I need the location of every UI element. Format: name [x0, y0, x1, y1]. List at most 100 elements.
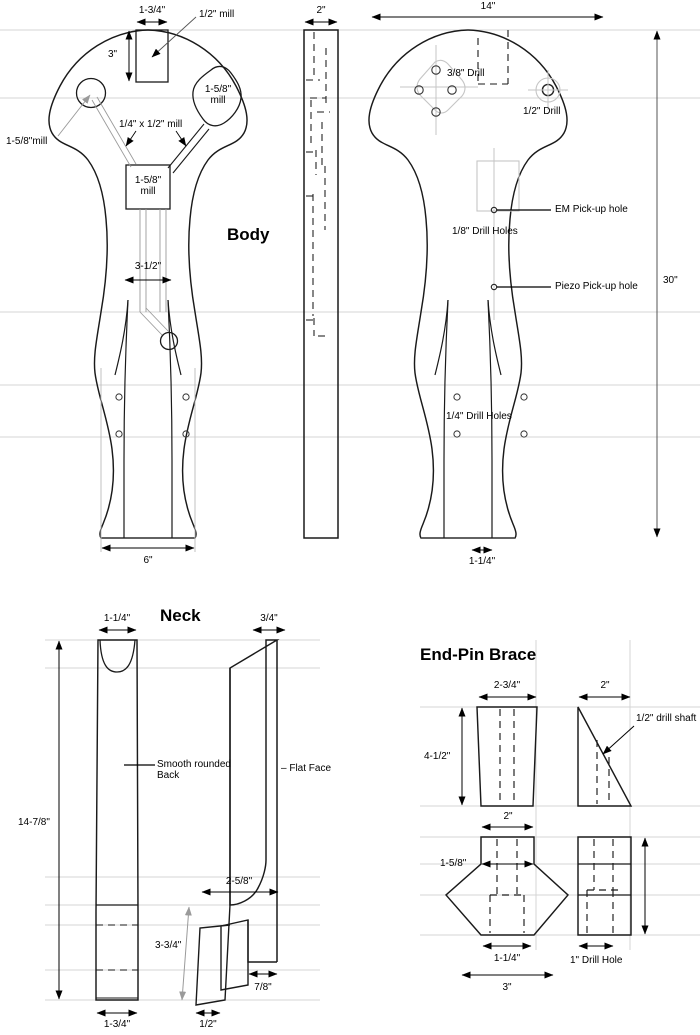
- guide-lines: [0, 29, 700, 438]
- neck-side-outline: [229, 639, 280, 906]
- callout-quarter-drill-holes: 1/4" Drill Holes: [446, 411, 512, 422]
- body-inner-curve-right: [167, 299, 182, 376]
- epb-side-triangle: [577, 706, 633, 807]
- leader-left-mill: [57, 94, 91, 137]
- body-back-inner-curve-left: [434, 299, 449, 376]
- leader-drill-shaft: [602, 725, 635, 755]
- epb-side-hidden-bore: [596, 740, 610, 804]
- body-outline-front-mirror: [147, 29, 248, 539]
- neck-heel-hidden-lines: [96, 924, 138, 971]
- callout-piezo-pickup: Piezo Pick-up hole: [555, 281, 638, 292]
- callout-rounded-back: Smooth rounded Back: [157, 759, 231, 781]
- dim-label-overall-width: 14": [480, 1, 496, 12]
- epb-plan-side: [577, 836, 632, 936]
- neck-heel-profile: [195, 904, 231, 1006]
- callout-left-mill: 1-5/8"mill: [6, 136, 48, 147]
- neck-front-outline: [95, 639, 139, 1001]
- three-eighths-drill-holes: [414, 65, 457, 117]
- dim-label-neck-tenon-width: 1/2": [199, 1019, 217, 1030]
- epb-plan-hexagon: [444, 836, 570, 936]
- dim-label-epb-plan-neck-width: 1-1/4": [493, 953, 521, 964]
- body-outline-front: [48, 29, 149, 539]
- body-inner-taper-left: [123, 299, 129, 538]
- dim-label-neck-length: 14-7/8": [18, 817, 50, 828]
- leader-channel-left: [125, 130, 137, 147]
- dim-label-epb-plan-mid-width: 1-5/8": [440, 858, 467, 869]
- dim-label-epb-side-width: 2": [600, 680, 610, 691]
- body-channel-right: [167, 123, 210, 174]
- neck-heel-foot: [247, 920, 277, 963]
- dim-label-side-thickness: 2": [316, 5, 326, 16]
- body-center-mill-pocket: [125, 164, 171, 210]
- dim-label-neck-heel-foot: 7/8": [254, 982, 272, 993]
- em-pickup-cavity: [476, 160, 520, 212]
- callout-em-pickup: EM Pick-up hole: [555, 204, 628, 215]
- body-outline-back: [368, 29, 469, 539]
- body-side-outline: [303, 29, 339, 539]
- callout-center-mill: 1-5/8" mill: [134, 175, 162, 197]
- dim-label-waist-width: 3-1/2": [134, 261, 162, 272]
- neck-guide-lines: [45, 639, 320, 1001]
- callout-one-inch-drill-hole: 1" Drill Hole: [570, 955, 623, 966]
- body-channel-vertical: [139, 209, 167, 312]
- body-outline-back-mirror: [467, 29, 568, 539]
- neck-nut-curve: [99, 639, 136, 673]
- dim-label-epb-plan-top-width: 2": [503, 811, 513, 822]
- dim-neck-tenon-length: [179, 906, 192, 1001]
- callout-half-drill: 1/2" Drill: [523, 106, 561, 117]
- body-title: Body: [227, 225, 270, 244]
- callout-half-inch-mill: 1/2" mill: [199, 9, 235, 20]
- body-channel-left: [91, 96, 137, 168]
- dim-label-neck-heel-width: 1-3/4": [103, 1019, 131, 1030]
- dim-label-top-pocket-width: 1-3/4": [138, 5, 166, 16]
- dim-label-epb-top-width: 2-3/4": [493, 680, 521, 691]
- dim-label-tail-width: 1-1/4": [468, 556, 496, 567]
- body-back-inner-curve-right: [487, 299, 502, 376]
- body-back-view: [368, 13, 661, 554]
- epb-front-hidden-bore: [499, 709, 515, 804]
- dim-label-overall-height: 30": [663, 275, 678, 286]
- body-front-quarter-drill-holes: [115, 393, 190, 438]
- body-jack-hole: [159, 331, 179, 351]
- body-side-hidden-lines: [306, 32, 330, 337]
- body-left-circle-pocket: [75, 77, 107, 109]
- dim-label-neck-tenon-length: 3-3/4": [155, 940, 182, 951]
- dim-label-epb-plan-overall-width: 3": [502, 982, 512, 993]
- neck-title: Neck: [160, 606, 201, 625]
- dim-label-top-pocket-depth: 3": [108, 49, 118, 60]
- end-pin-brace-title: End-Pin Brace: [420, 645, 537, 664]
- neck-view: [45, 626, 320, 1017]
- body-back-quarter-drill-holes: [453, 393, 528, 438]
- leader-half-inch-mill: [151, 16, 197, 58]
- tuner-plate-outline: [416, 59, 466, 114]
- callout-eighth-drill-holes: 1/8" Drill Holes: [452, 226, 518, 237]
- callout-flat-face: – Flat Face: [281, 763, 332, 774]
- callout-upper-right-mill: 1-5/8" mill: [204, 84, 232, 106]
- body-side-view: [303, 18, 339, 539]
- callout-channel-mill: 1/4" x 1/2" mill: [119, 119, 183, 130]
- epb-guide-lines: [420, 640, 700, 950]
- half-inch-drill-target: [528, 70, 568, 110]
- body-right-rounded-pocket: [192, 65, 242, 127]
- em-pickup-hole: [490, 206, 498, 214]
- dim-label-neck-face-thickness: 3/4": [260, 613, 278, 624]
- end-pin-brace-view: [420, 640, 700, 979]
- back-neck-pocket-hidden: [477, 30, 509, 85]
- epb-plan-side-hidden-bore: [586, 839, 620, 933]
- dim-lower-bout-width: [100, 368, 196, 552]
- piezo-pickup-hole: [490, 283, 498, 291]
- dim-label-neck-heel-depth: 2-5/8": [225, 876, 253, 887]
- leader-channel-right: [175, 130, 187, 147]
- body-front-view: [48, 16, 248, 552]
- dim-label-lower-bout-width: 6": [143, 555, 153, 566]
- body-top-pocket: [135, 29, 169, 83]
- tuner-plate-centerlines: [400, 45, 478, 135]
- body-back-inner-taper-left: [443, 299, 449, 538]
- dim-label-epb-height: 4-1/2": [424, 751, 451, 762]
- body-inner-taper-right: [167, 299, 173, 538]
- body-back-inner-taper-right: [487, 299, 493, 538]
- epb-plan-hidden-bore: [489, 839, 525, 933]
- callout-drill-shaft: 1/2" drill shaft: [636, 713, 697, 724]
